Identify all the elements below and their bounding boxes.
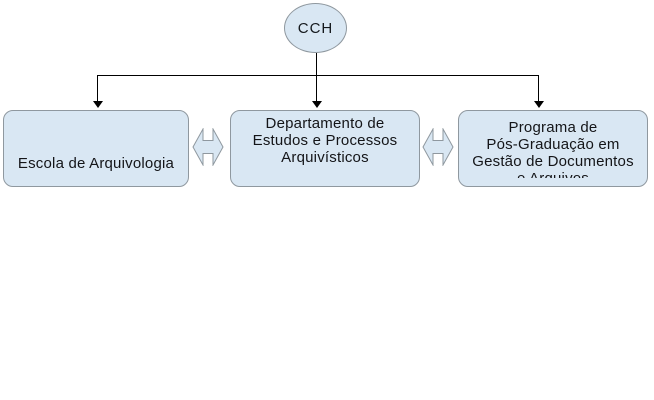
connector-drop-line-right (538, 75, 539, 102)
arrowhead-down-icon (534, 101, 544, 108)
root-node-label: CCH (297, 19, 334, 37)
connector-trunk-line (316, 53, 317, 76)
node-escola-de-arquivologia: Escola de Arquivologia (3, 110, 189, 187)
node-programa-pos-graduacao: Programa de Pós-Graduação em Gestão de D… (458, 110, 648, 187)
node-departamento-estudos-processos: Departamento de Estudos e Processos Arqu… (230, 110, 420, 187)
node-label-line-clipped: e Arquivos (459, 170, 647, 178)
arrowhead-down-icon (312, 101, 322, 108)
root-node: CCH (284, 3, 347, 53)
double-arrow-icon (422, 128, 454, 166)
node-label-line: Estudos e Processos (252, 132, 398, 149)
node-text-block: Programa de Pós-Graduação em Gestão de D… (459, 119, 647, 178)
double-arrow-icon (192, 128, 224, 166)
node-label-line: Escola de Arquivologia (17, 155, 175, 172)
node-text-block: Departamento de Estudos e Processos Arqu… (231, 115, 419, 166)
connector-drop-line-left (97, 75, 98, 102)
connector-horizontal-line (97, 75, 539, 76)
node-text-block: Escola de Arquivologia (4, 155, 188, 172)
arrowhead-down-icon (93, 101, 103, 108)
node-label-line: Pós-Graduação em (486, 136, 620, 153)
node-label-line: Programa de (508, 119, 598, 136)
node-label-line: Gestão de Documentos (472, 153, 634, 170)
connector-drop-line-middle (316, 75, 317, 102)
node-label-line: Arquivísticos (281, 149, 369, 166)
node-label-line: Departamento de (265, 115, 385, 132)
